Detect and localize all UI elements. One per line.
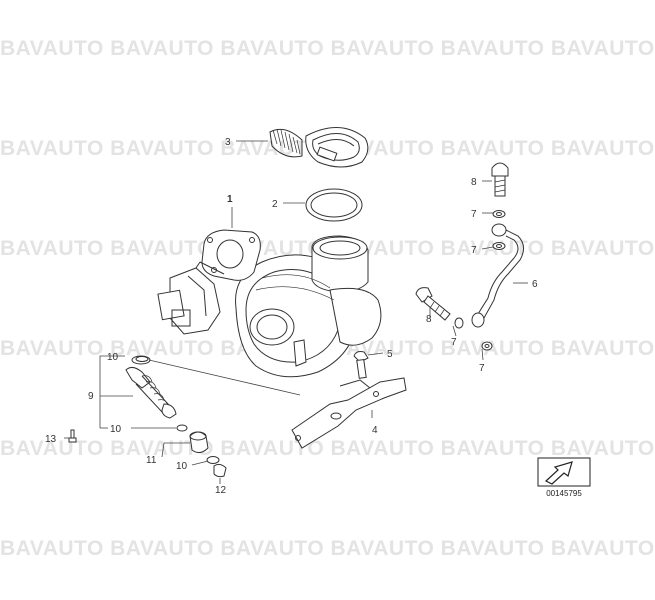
callout-7c: 7 (451, 337, 457, 348)
watermark-row-1: BAVAUTO BAVAUTO BAVAUTO BAVAUTO BAVAUTO … (0, 37, 655, 60)
callout-13: 13 (45, 434, 57, 445)
callout-9: 9 (88, 391, 94, 402)
callout-7a: 7 (471, 209, 477, 220)
callout-5: 5 (387, 349, 393, 360)
o-ring-upper-part[interactable] (135, 356, 149, 362)
watermark-row-5: BAVAUTO BAVAUTO BAVAUTO BAVAUTO BAVAUTO … (0, 437, 655, 460)
callout-8a: 8 (471, 177, 477, 188)
callout-2: 2 (272, 199, 278, 210)
diagram-id-box: 00145795 (537, 457, 591, 498)
callout-4: 4 (372, 425, 378, 436)
callout-8b: 8 (426, 314, 432, 325)
callout-6: 6 (532, 279, 538, 290)
washer-lower-2-part[interactable] (481, 341, 493, 351)
turbocharger-part[interactable] (157, 229, 382, 378)
bolt-part-5[interactable] (353, 351, 369, 379)
callout-1: 1 (227, 194, 233, 205)
callout-12: 12 (215, 485, 227, 496)
banjo-bolt-upper-part[interactable] (491, 162, 509, 197)
leader-lines (64, 140, 528, 484)
washer-upper-2-part[interactable] (492, 242, 506, 250)
screw-part[interactable] (68, 429, 77, 443)
o-ring-middle-part[interactable] (176, 424, 188, 432)
o-ring-lower-part[interactable] (206, 456, 220, 464)
direction-arrow-icon (544, 461, 573, 485)
oil-return-hose-part[interactable] (125, 355, 177, 419)
fitting-part[interactable] (213, 463, 227, 478)
gasket-ring-part[interactable] (305, 188, 363, 222)
washer-upper-1-part[interactable] (492, 210, 506, 218)
banjo-bolt-lower-part[interactable] (415, 287, 451, 321)
callout-7b: 7 (471, 245, 477, 256)
oil-feed-pipe-part[interactable] (471, 223, 524, 328)
callout-10a: 10 (107, 352, 119, 363)
hose-clamp-part[interactable] (269, 127, 369, 168)
washer-lower-1-part[interactable] (454, 317, 464, 329)
callout-3: 3 (225, 137, 231, 148)
diagram-id-label: 00145795 (546, 489, 582, 498)
callout-labels: 1 2 3 4 5 6 7 7 7 7 8 8 9 10 10 10 11 12… (45, 137, 538, 496)
callout-10c: 10 (176, 461, 188, 472)
bracket-part[interactable] (291, 377, 407, 449)
callout-11: 11 (146, 455, 157, 466)
sleeve-part[interactable] (189, 431, 209, 454)
callout-7d: 7 (479, 363, 485, 374)
parts-diagram: 1 2 3 4 5 6 7 7 7 7 8 8 9 10 10 10 11 12… (45, 127, 591, 498)
callout-10b: 10 (110, 424, 122, 435)
watermark-row-6: BAVAUTO BAVAUTO BAVAUTO BAVAUTO BAVAUTO … (0, 537, 655, 560)
